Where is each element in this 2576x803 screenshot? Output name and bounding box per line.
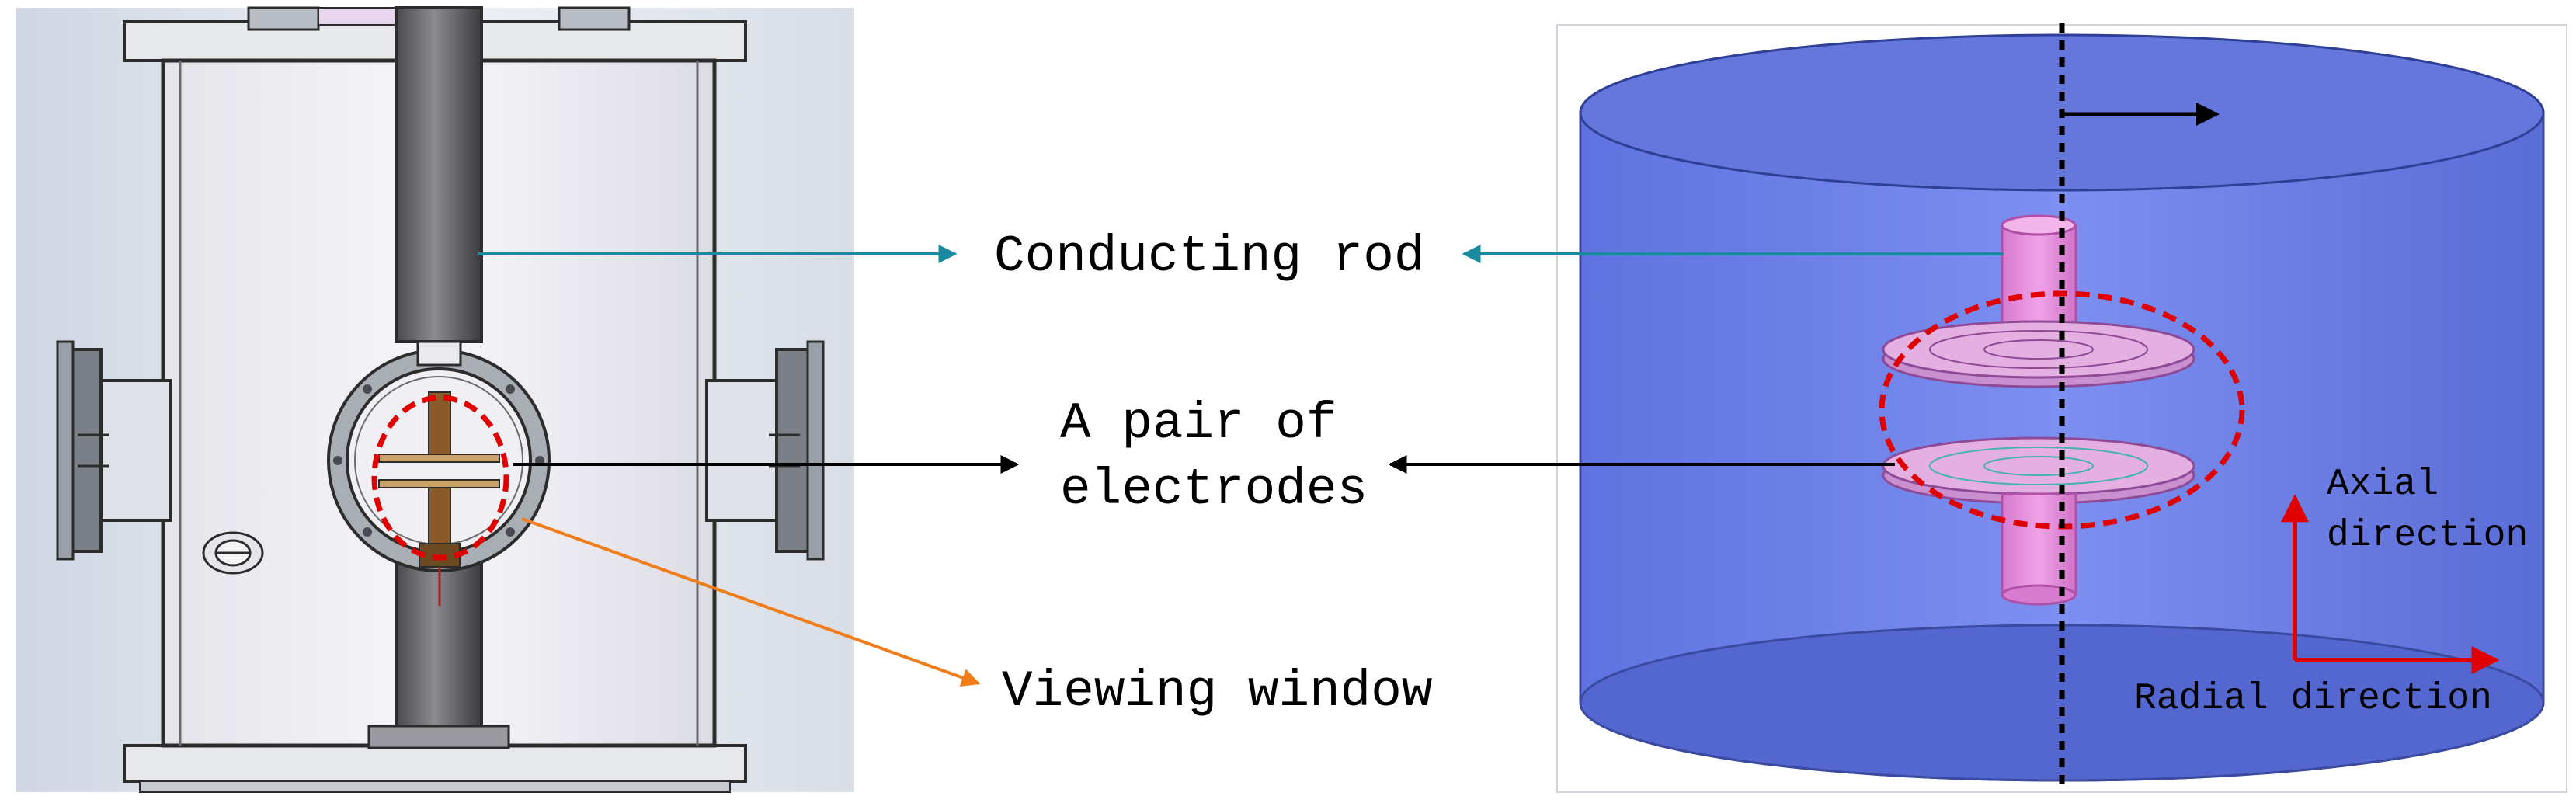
radial-label: Radial direction (2134, 678, 2492, 720)
gauge-knob (202, 531, 264, 575)
model-panel: Axial direction Radial direction (1556, 23, 2567, 793)
model-lower-rod-bottom (2001, 584, 2077, 606)
bottom-base (139, 780, 731, 793)
callouts: Conducting rod A pair of electrodes View… (478, 228, 2004, 721)
axial-label-line1: Axial (2327, 464, 2439, 506)
top-port (318, 7, 397, 26)
bottom-flange (123, 744, 747, 783)
electrodes-label-line2: electrodes (1060, 461, 1368, 519)
rod-tip (416, 340, 462, 367)
rod-base-collar (367, 725, 510, 749)
right-side-port (705, 340, 825, 561)
left-side-port (56, 340, 172, 561)
electrodes-label-line1: A pair of (1060, 395, 1337, 453)
conducting-rod-label: Conducting rod (994, 228, 1425, 286)
axial-label-line2: direction (2327, 515, 2528, 557)
chamber-panel (16, 6, 854, 793)
chamber-conducting-rod (395, 6, 483, 343)
chamber-electrodes (378, 391, 500, 606)
chamber-electrode-highlight (371, 395, 509, 561)
model-lower-rod (2001, 492, 2077, 596)
viewing-window-arrow (521, 517, 981, 687)
top-clamp-right (558, 6, 631, 31)
model-upper-rod-top (2001, 214, 2077, 236)
top-clamp-left (247, 6, 320, 31)
viewing-window-label: Viewing window (1002, 662, 1433, 721)
model-upper-electrode (1882, 320, 2195, 388)
